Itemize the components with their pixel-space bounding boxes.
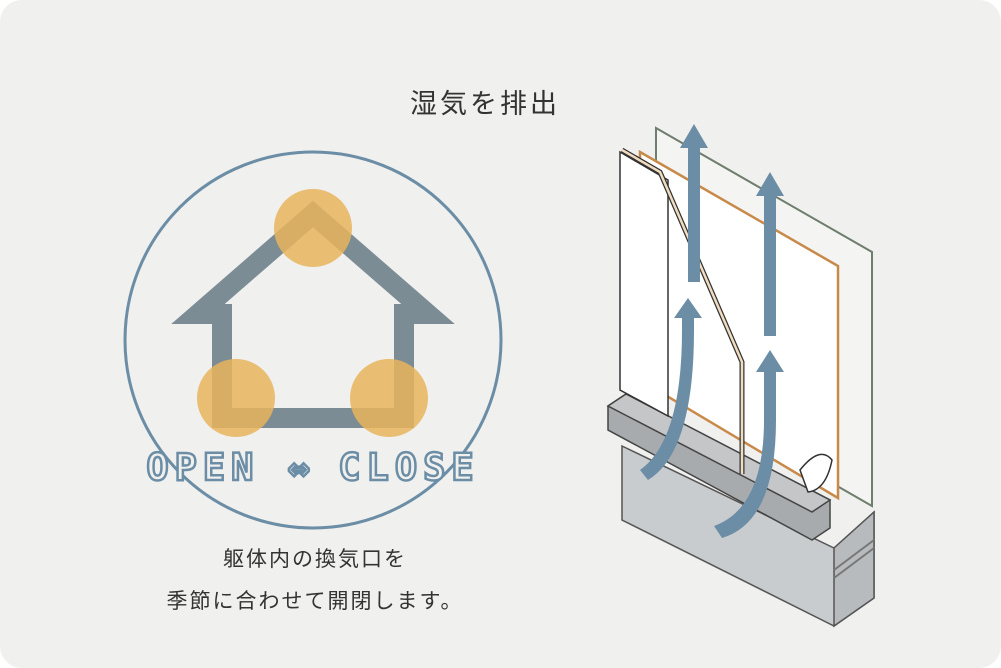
airflow-arrow-icon [640,298,702,480]
caption: 躯体内の換気口を 季節に合わせて開閉します。 [140,538,490,622]
house-icon [171,200,455,428]
emblem-circle [123,150,503,530]
vent-dot-icon [197,359,275,437]
foundation-side [833,510,875,628]
close-label: CLOSE [337,445,480,491]
vent-dot-icon [350,359,428,437]
open-label: OPEN [145,445,260,491]
airflow-arrow-icon [714,350,784,538]
membrane-curl [799,453,833,493]
airflow-arrow-icon [756,172,784,336]
caption-line-1: 躯体内の換気口を [223,547,407,571]
wall-illustration [606,126,875,628]
airflow-arrow-icon [680,124,708,282]
caption-line-2: 季節に合わせて開閉します。 [166,589,464,613]
interior-board [619,150,669,418]
heading: 湿気を排出 [410,89,560,120]
insulation-line [621,148,744,474]
airflow-arrows [640,124,784,538]
exchange-arrow-icon: ⇔ [286,445,311,491]
vent-dot-icon [274,189,352,267]
open-close-badge: OPEN ⇔ CLOSE [133,445,493,491]
